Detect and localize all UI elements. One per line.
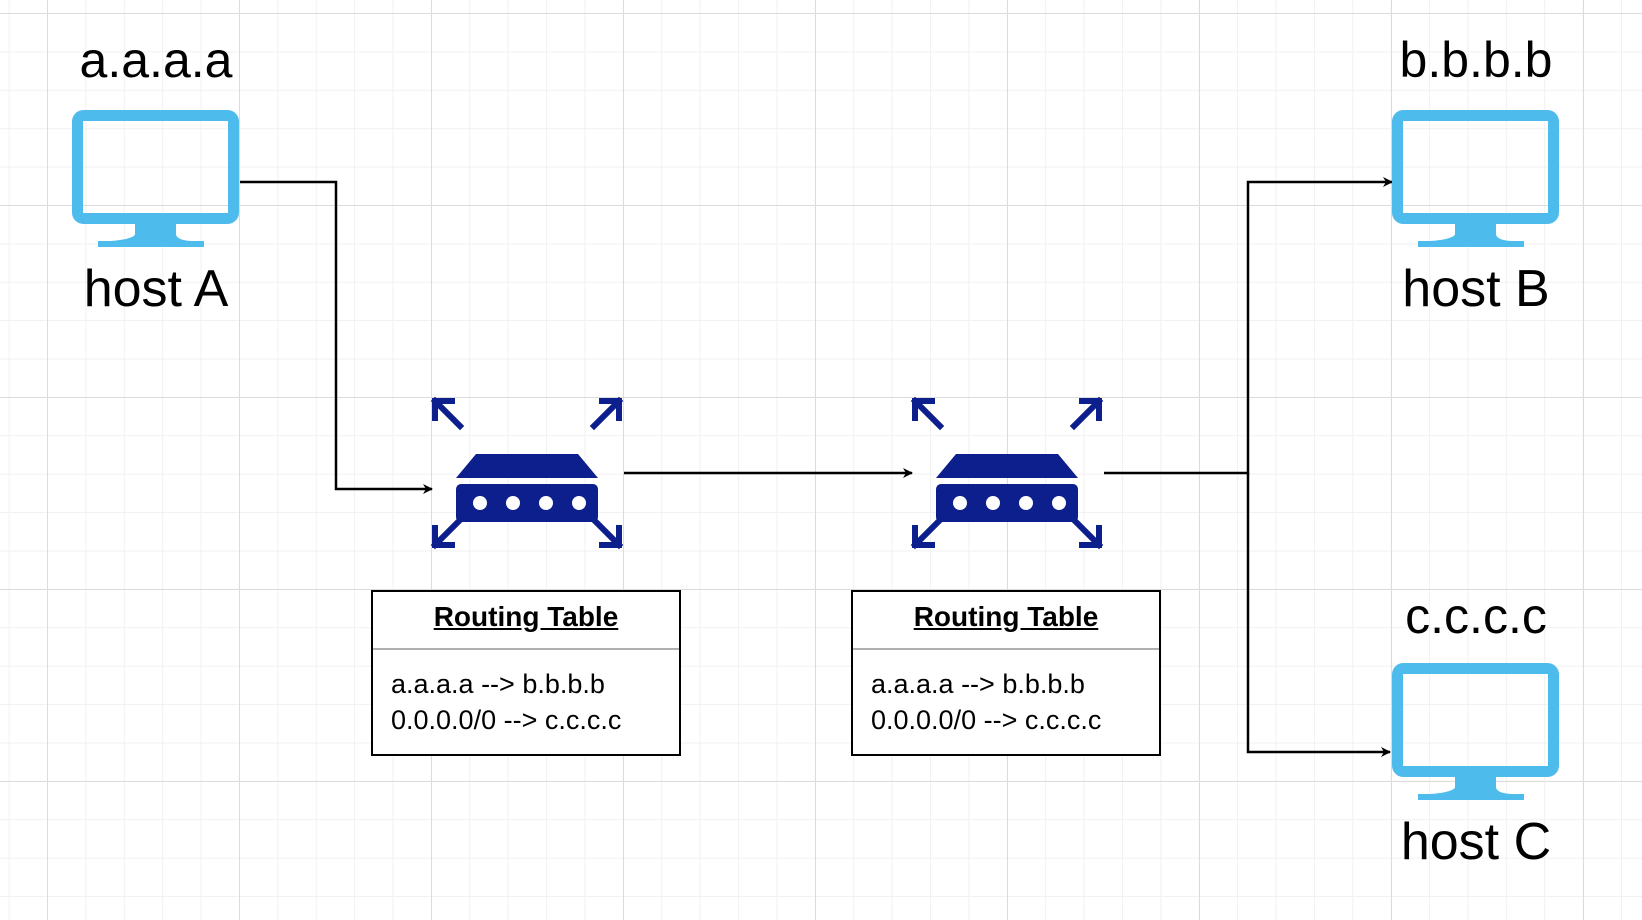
router-2-router-icon [915, 401, 1099, 545]
link-host-a-to-router-1 [240, 180, 433, 494]
routing-table-row: a.a.a.a --> b.b.b.b [871, 669, 1085, 699]
host-b-label: host B [1402, 260, 1550, 318]
routing-table-row: 0.0.0.0/0 --> c.c.c.c [871, 705, 1102, 735]
host-b-ip: b.b.b.b [1399, 32, 1553, 88]
link-router-2-to-host-c [1246, 473, 1391, 757]
host-a-ip: a.a.a.a [79, 32, 233, 88]
router-2-routing-table: Routing Table a.a.a.a --> b.b.b.b 0.0.0.… [851, 590, 1161, 756]
routing-table-rows: a.a.a.a --> b.b.b.b 0.0.0.0/0 --> c.c.c.… [853, 650, 1159, 738]
host-c-ip: c.c.c.c [1405, 588, 1547, 644]
routing-table-title: Routing Table [373, 592, 679, 650]
routing-table-title: Routing Table [853, 592, 1159, 650]
host-c-monitor-icon [1398, 669, 1554, 801]
host-a-label: host A [83, 260, 229, 318]
router-1-routing-table: Routing Table a.a.a.a --> b.b.b.b 0.0.0.… [371, 590, 681, 756]
routing-table-rows: a.a.a.a --> b.b.b.b 0.0.0.0/0 --> c.c.c.… [373, 650, 679, 738]
link-router-2-to-host-b [1104, 177, 1393, 475]
host-c-label: host C [1400, 813, 1552, 871]
host-a-monitor-icon [78, 116, 234, 248]
router-1-router-icon [435, 401, 619, 545]
routing-table-row: a.a.a.a --> b.b.b.b [391, 669, 605, 699]
host-b-monitor-icon [1398, 116, 1554, 248]
routing-table-row: 0.0.0.0/0 --> c.c.c.c [391, 705, 622, 735]
